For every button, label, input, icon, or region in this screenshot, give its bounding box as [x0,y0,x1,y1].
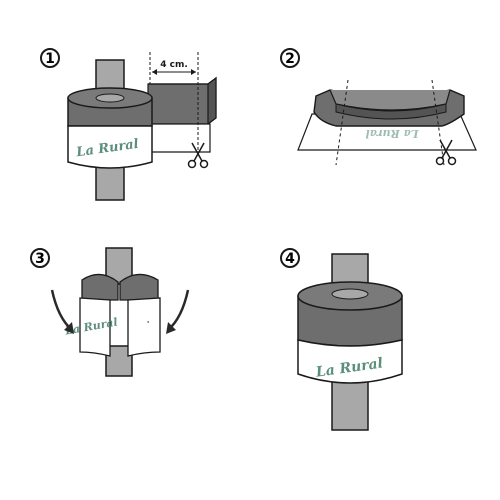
step-2-cut-line-left [335,79,349,166]
step-2-cut-line-right [431,79,445,166]
step-1-label-band: La Rural [67,125,153,169]
step-1-panel: 1 La Rural [40,48,217,201]
step-1-number: 1 [45,51,55,67]
step-1-foam-strip [147,76,217,126]
step-2-panel: 2 La Rural [280,48,477,166]
step-3-right-flap: ⸱ [119,273,161,357]
step-1-measurement-label: 4 cm. [160,60,188,70]
step-2-foam-channel [313,89,465,127]
scissors-icon [187,142,209,169]
step-1-pipe-bottom [95,164,125,201]
step-1-foam-sleeve [67,87,153,127]
step-4-number-badge: 4 [280,248,300,268]
step-2-number-badge: 2 [280,48,300,68]
step-1-measurement: 4 cm. [149,52,199,150]
step-4-pipe-bottom [331,379,369,431]
step-4-foam-sleeve [297,281,403,347]
curved-arrow-right-icon [166,289,190,334]
step-2-brand-mirrored: La Rural [366,127,420,140]
step-3-left-flap: La Rural [63,273,119,357]
step-4-panel: 4 La Rural [280,248,403,431]
step-4-label-band: La Rural [297,339,403,384]
step-4-number: 4 [285,251,295,267]
curved-arrow-left-icon [50,289,74,334]
step-3-panel: 3 La Rural ⸱ [30,247,190,377]
step-1-number-badge: 1 [40,48,60,68]
step-3-number-badge: 3 [30,248,50,268]
step-3-number: 3 [35,251,45,267]
scissors-icon [435,139,457,166]
svg-text:⸱: ⸱ [145,316,151,329]
step-2-number: 2 [285,51,295,67]
